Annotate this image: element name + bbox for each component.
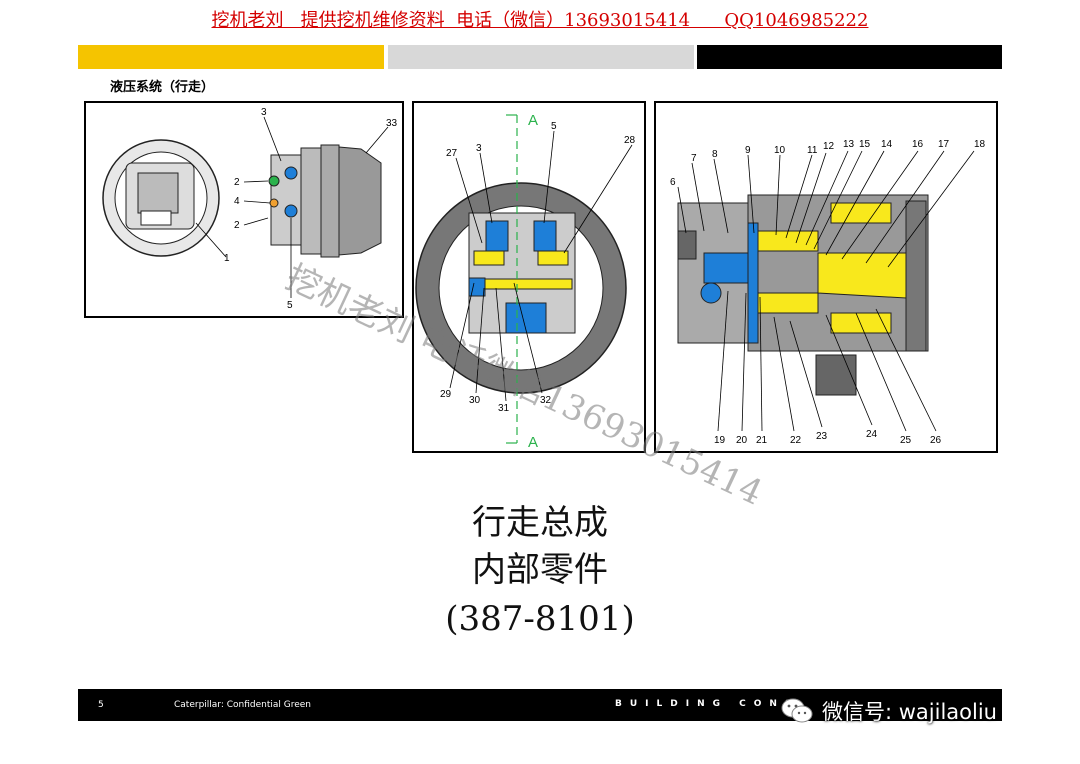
callout-28: 28 bbox=[624, 135, 636, 146]
callout-5: 5 bbox=[551, 121, 557, 132]
accent-bar-black bbox=[697, 45, 1002, 69]
callout-4: 4 bbox=[234, 196, 240, 207]
callout-20: 20 bbox=[736, 435, 748, 446]
callout-19: 19 bbox=[714, 435, 726, 446]
accent-bar-gray bbox=[388, 45, 694, 69]
travel-motor-external-drawing: 3 33 2 4 2 1 5 bbox=[102, 107, 398, 311]
page-number: 5 bbox=[98, 700, 104, 710]
callout-27: 27 bbox=[446, 148, 458, 159]
slide-title-line-1: 行走总成 bbox=[472, 503, 608, 543]
footer-tagline: BUILDING CONS bbox=[615, 699, 800, 709]
callout-23: 23 bbox=[816, 431, 828, 442]
wechat-icon bbox=[781, 698, 813, 723]
callout-2-top: 2 bbox=[234, 177, 240, 188]
callout-1: 1 bbox=[224, 253, 230, 264]
section-marker-bottom: A bbox=[528, 434, 538, 451]
callout-14: 14 bbox=[881, 139, 893, 150]
travel-motor-cross-section-drawing: 7 8 9 10 11 12 13 15 14 16 17 18 6 19 20… bbox=[670, 139, 986, 446]
confidential-label: Caterpillar: Confidential Green bbox=[174, 700, 312, 710]
callout-21: 21 bbox=[756, 435, 768, 446]
callout-5: 5 bbox=[287, 300, 293, 311]
slide-title-part-number: (387-8101) bbox=[445, 599, 635, 639]
callout-6: 6 bbox=[670, 177, 676, 188]
callout-25: 25 bbox=[900, 435, 912, 446]
callout-12: 12 bbox=[823, 141, 835, 152]
figure-external-view: 3 33 2 4 2 1 5 bbox=[84, 101, 404, 318]
figure-cross-section: 7 8 9 10 11 12 13 15 14 16 17 18 6 19 20… bbox=[654, 101, 998, 453]
callout-18: 18 bbox=[974, 139, 986, 150]
figure-front-section: A A 27 3 5 28 29 30 31 32 bbox=[412, 101, 646, 453]
callout-11: 11 bbox=[807, 145, 818, 156]
callout-8: 8 bbox=[712, 149, 718, 160]
callout-22: 22 bbox=[790, 435, 802, 446]
accent-bar-yellow bbox=[78, 45, 384, 69]
callout-15: 15 bbox=[859, 139, 871, 150]
section-marker-top: A bbox=[528, 112, 538, 129]
callout-33: 33 bbox=[386, 118, 398, 129]
callout-26: 26 bbox=[930, 435, 942, 446]
callout-13: 13 bbox=[843, 139, 855, 150]
footer-bar: 5 Caterpillar: Confidential Green BUILDI… bbox=[78, 689, 1002, 721]
section-title: 液压系统（行走） bbox=[110, 80, 215, 95]
callout-29: 29 bbox=[440, 389, 452, 400]
callout-24: 24 bbox=[866, 429, 878, 440]
wechat-badge: 微信号: wajilaoliu bbox=[780, 697, 997, 725]
callout-3: 3 bbox=[476, 143, 482, 154]
callout-16: 16 bbox=[912, 139, 924, 150]
callout-30: 30 bbox=[469, 395, 481, 406]
callout-9: 9 bbox=[745, 145, 751, 156]
callout-17: 17 bbox=[938, 139, 950, 150]
travel-motor-section-a-drawing: A A 27 3 5 28 29 30 31 32 bbox=[415, 112, 636, 451]
callout-31: 31 bbox=[498, 403, 510, 414]
callout-10: 10 bbox=[774, 145, 786, 156]
callout-7: 7 bbox=[691, 153, 697, 164]
contact-header-link[interactable]: 挖机老刘 提供挖机维修资料 电话（微信）13693015414 QQ104698… bbox=[211, 10, 869, 31]
callout-32: 32 bbox=[540, 395, 552, 406]
callout-3: 3 bbox=[261, 107, 267, 118]
wechat-id-label: 微信号: wajilaoliu bbox=[822, 700, 997, 724]
callout-2-bottom: 2 bbox=[234, 220, 240, 231]
slide-title-line-2: 内部零件 bbox=[472, 550, 608, 590]
